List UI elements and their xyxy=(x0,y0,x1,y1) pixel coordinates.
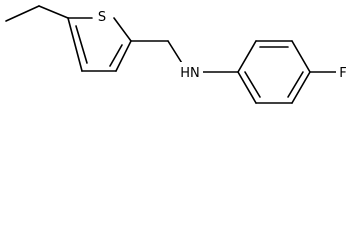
bond-c4-c5-double xyxy=(75,25,88,64)
bond-c4-c5-single xyxy=(67,17,83,72)
sulfur-atom-label: S xyxy=(98,10,106,25)
bond-c2-c3-double xyxy=(109,44,123,67)
bond-c3-c4 xyxy=(291,40,311,73)
fluorine-atom-label: F xyxy=(339,66,346,81)
bond-c1-c2 xyxy=(237,40,257,73)
bond-c4-c5-inner xyxy=(287,71,304,98)
molecule-canvas: S HN F xyxy=(0,0,360,119)
bond-c2-c3-single xyxy=(115,40,132,72)
amine-label-bg xyxy=(177,62,203,82)
bond-ethyl-ch3-ch2 xyxy=(5,5,40,22)
bond-c4-c5 xyxy=(291,71,311,104)
chemical-structure: S HN F xyxy=(5,5,350,104)
amine-atom-label: HN xyxy=(180,66,200,81)
bond-c6-c1-inner xyxy=(244,71,261,98)
bond-ethyl-ch2-c5 xyxy=(38,5,69,19)
bond-s-c2 xyxy=(113,17,132,42)
bond-c6-c1 xyxy=(237,71,257,104)
fluorine-label-bg xyxy=(336,62,350,82)
sulfur-label-bg xyxy=(93,6,111,26)
